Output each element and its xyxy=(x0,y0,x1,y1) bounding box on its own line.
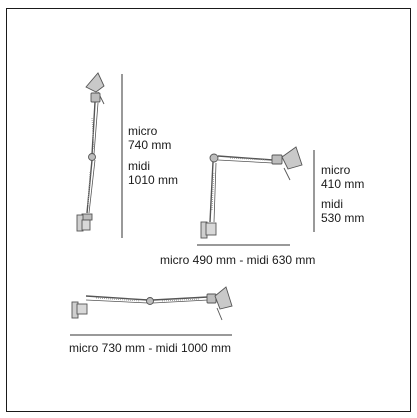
angled-micro-value: 410 mm xyxy=(321,177,365,191)
angled-midi-label: midi xyxy=(321,197,344,211)
lamp-extended-drawing xyxy=(71,286,233,321)
extended-horizontal-caption: micro 730 mm - midi 1000 mm xyxy=(69,341,232,355)
vertical-midi-value: 1010 mm xyxy=(128,173,179,187)
diagram-frame xyxy=(6,8,411,412)
angled-midi-value: 530 mm xyxy=(321,211,365,225)
angled-micro-label: micro xyxy=(321,163,351,177)
lamp-angled-drawing xyxy=(200,146,303,239)
angled-horizontal-caption: micro 490 mm - midi 630 mm xyxy=(160,253,316,267)
lamp-vertical-drawing xyxy=(76,72,105,232)
vertical-midi-label: midi xyxy=(128,159,151,173)
vertical-micro-value: 740 mm xyxy=(128,138,172,152)
vertical-micro-label: micro xyxy=(128,124,158,138)
